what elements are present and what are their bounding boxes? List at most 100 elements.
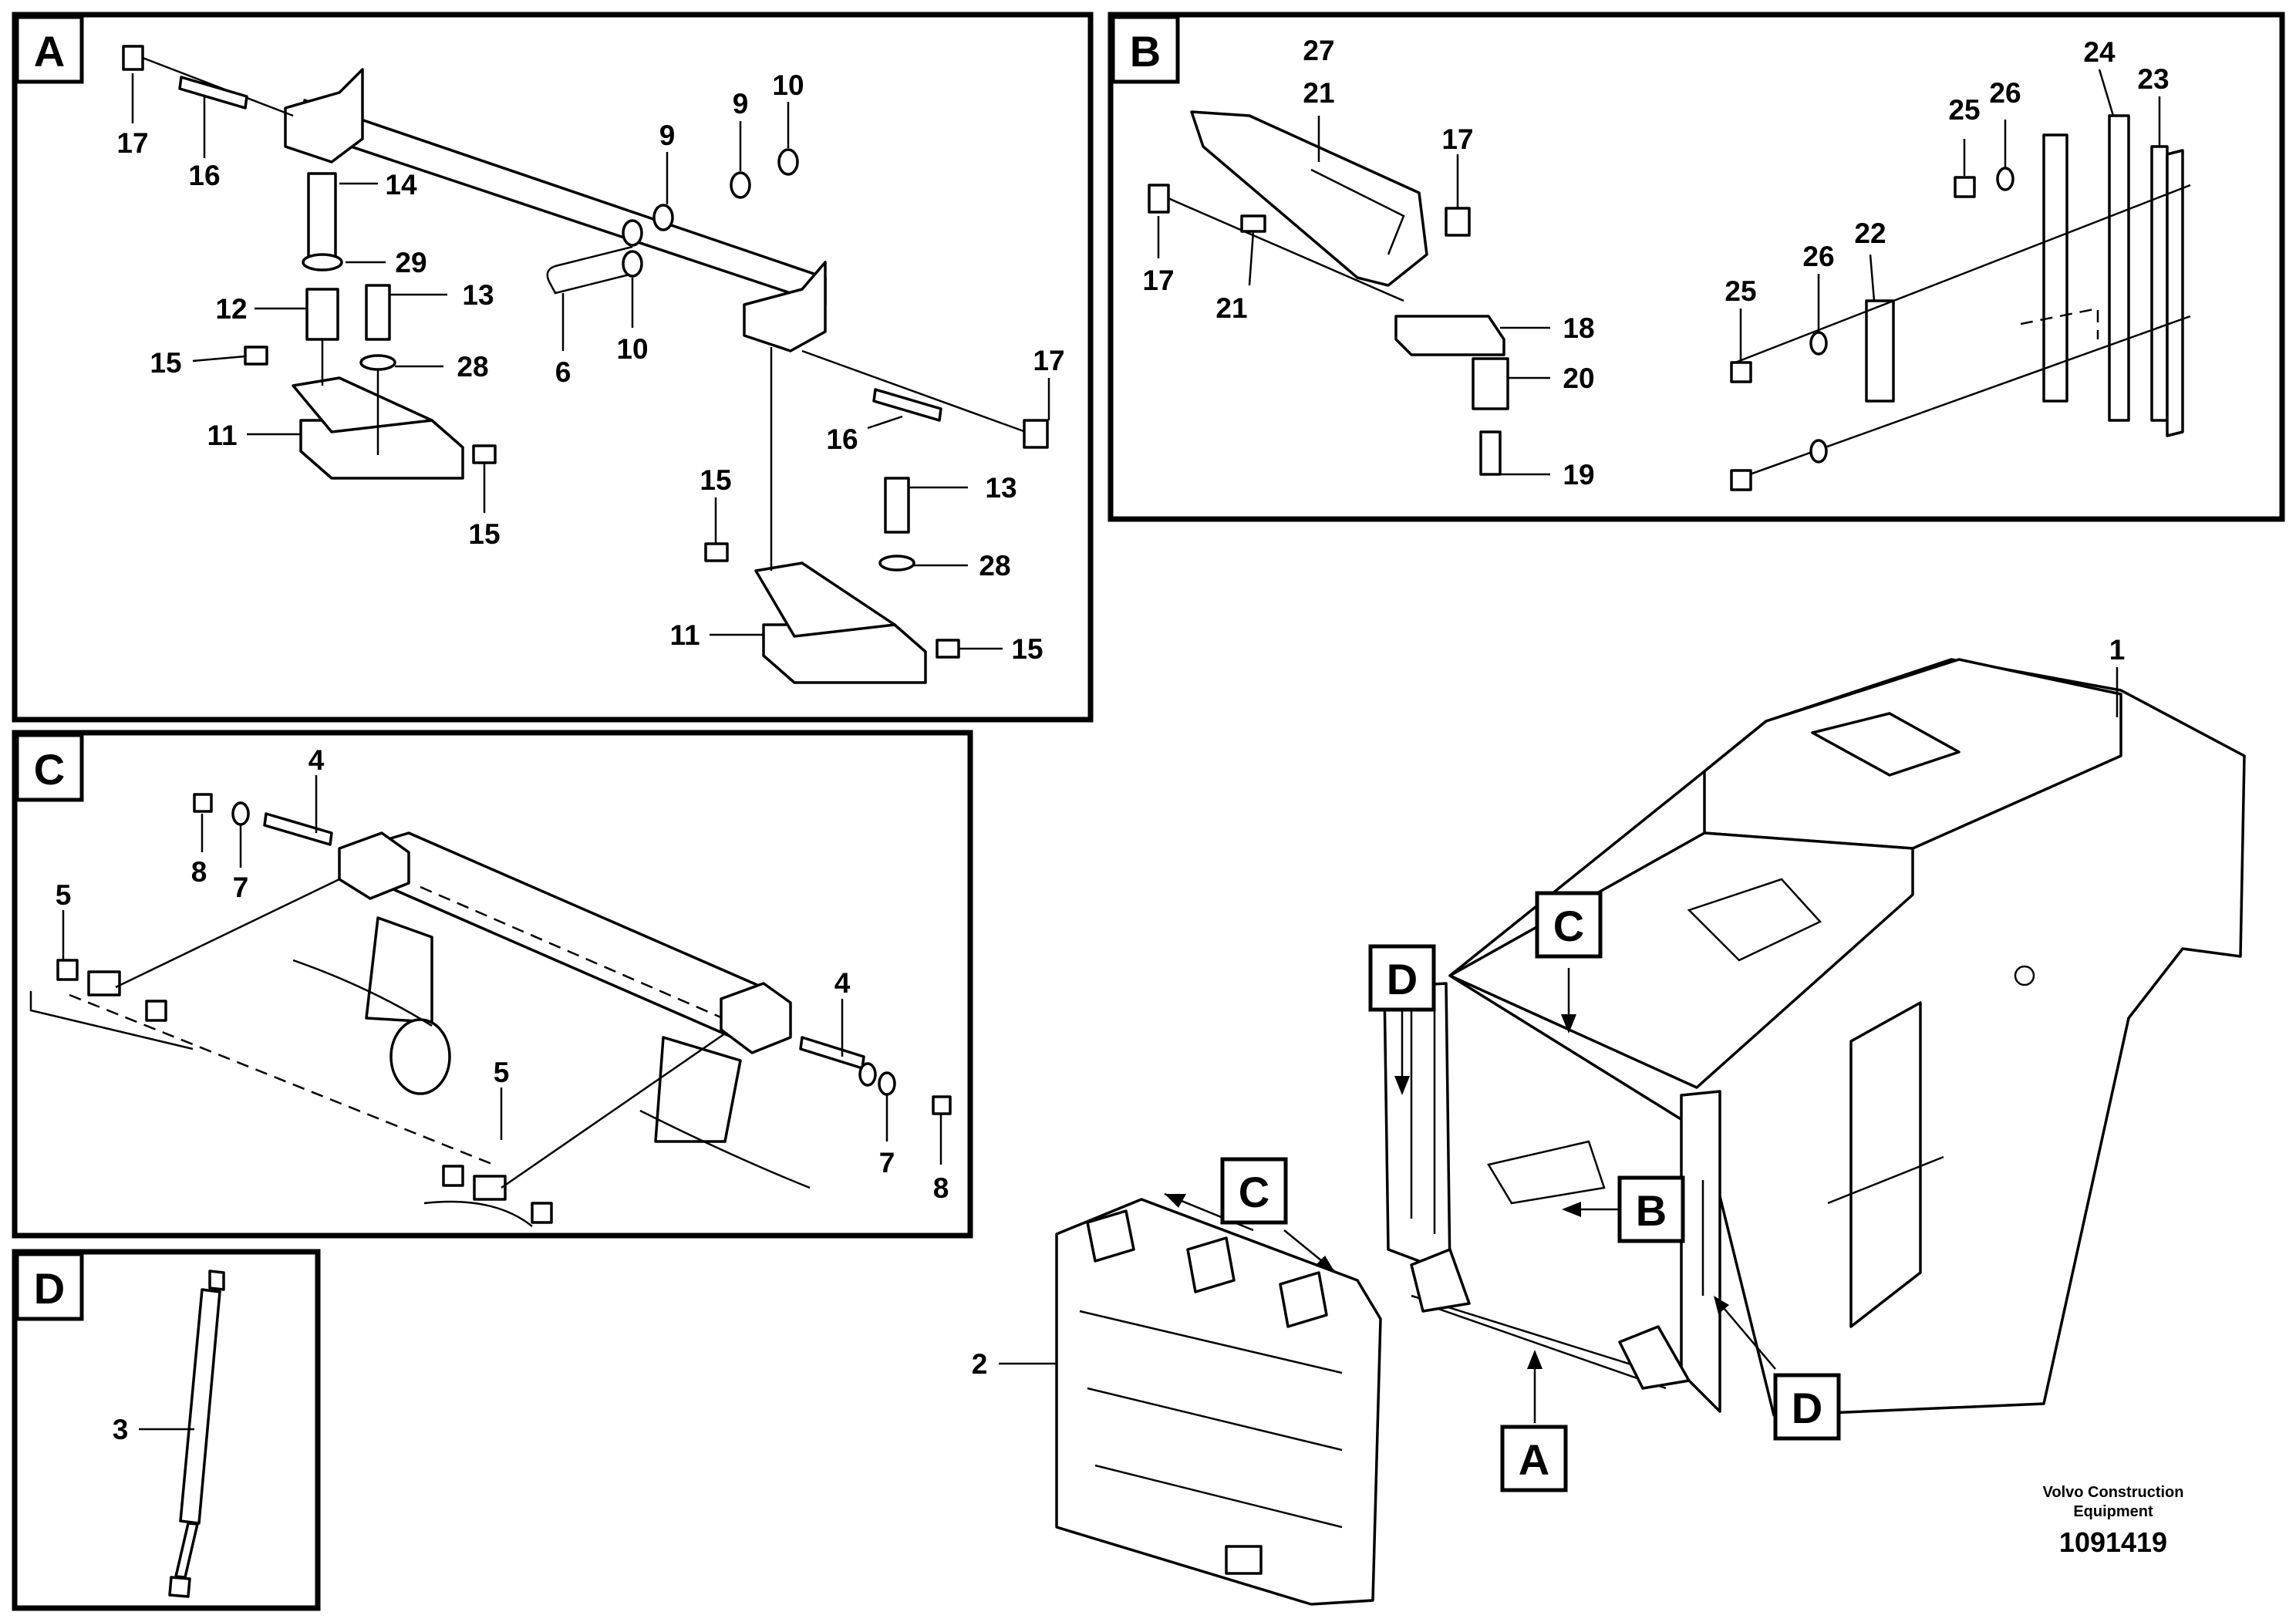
leader-overview-d2	[1719, 1303, 1776, 1370]
callout-b-19: 19	[1563, 459, 1594, 491]
panel-a-bolt-13-right	[884, 477, 910, 534]
callout-b-23: 23	[2137, 63, 2169, 95]
leader-b-21b	[1248, 231, 1255, 286]
panel-c-frame-left	[29, 991, 194, 1050]
callout-a-11a: 11	[207, 420, 237, 451]
panel-c-nut-b	[531, 1202, 553, 1224]
panel-b-line-top	[1735, 184, 2191, 364]
panel-b-pin-21	[1240, 214, 1266, 233]
panel-c-link-a	[115, 878, 340, 989]
arrow-overview-c1	[1561, 1014, 1576, 1034]
panel-d-tag: D	[34, 1264, 65, 1313]
callout-a-15a: 15	[150, 347, 181, 379]
panel-b-tag-box	[1111, 15, 1180, 84]
footer-drawing-number: 1091419	[2059, 1526, 2167, 1558]
panel-c-frame-bottom	[423, 1200, 533, 1227]
panel-a-right-hinge	[754, 561, 896, 638]
panel-b-plate-24b	[2150, 145, 2169, 422]
panel-a-left-bracket	[284, 68, 364, 164]
panel-b-bracket-18	[1394, 315, 1505, 356]
panel-a-bolt-17	[122, 45, 144, 71]
cab-hinge-left	[1410, 1248, 1471, 1313]
panel-a-pin-16	[178, 76, 248, 110]
panel-a-pin-16-right	[872, 388, 942, 422]
arrow-overview-c2b	[1316, 1256, 1334, 1271]
panel-a: A	[12, 12, 1094, 723]
panel-b-washer-26c	[1809, 439, 1828, 464]
callout-b-24: 24	[2083, 36, 2116, 68]
callout-b-25b: 25	[1725, 275, 1756, 307]
panel-d-tag-box	[15, 1252, 84, 1321]
panel-c-frame-curve-b	[639, 1109, 811, 1189]
panel-c-crossbar-hidden	[420, 885, 741, 1027]
panel-a-tag-box	[15, 15, 84, 84]
callout-a-16b: 16	[826, 423, 858, 455]
front-hood-ribs	[1079, 1310, 1343, 1529]
arrow-overview-b	[1562, 1202, 1581, 1217]
panel-b-bolt-25b	[1730, 361, 1752, 383]
callout-c-8a: 8	[191, 856, 207, 888]
panel-d: D 3	[12, 1249, 321, 1611]
panel-b-washer-26a	[1996, 167, 2014, 191]
panel-c-tag-box	[15, 733, 84, 802]
panel-a-washer-29	[302, 253, 343, 271]
panel-c-link-b	[501, 1032, 726, 1189]
callout-a-10b: 10	[616, 333, 648, 365]
callout-a-17b: 17	[1033, 345, 1064, 376]
footer-company-line2: Equipment	[2073, 1503, 2153, 1520]
callout-a-14: 14	[385, 169, 417, 201]
panel-a-right-hinge-base	[762, 623, 927, 684]
panel-a-left-hinge	[292, 376, 433, 433]
cab-side-window	[1849, 1001, 1922, 1328]
panel-a-nut-15-a	[244, 346, 268, 366]
panel-c-bushing-b	[473, 1175, 507, 1201]
ref-box-d1	[1368, 944, 1436, 1012]
callout-a-12: 12	[215, 293, 247, 325]
callout-a-15c: 15	[700, 464, 731, 496]
panel-b-latch-detail	[1310, 168, 1405, 255]
arrow-overview-d2	[1714, 1296, 1729, 1314]
panel-b-pin-line	[1164, 195, 1404, 302]
cab-left-pillar	[1383, 982, 1451, 1274]
callout-b-21b: 21	[1215, 292, 1247, 324]
panel-c-frame	[12, 730, 973, 1239]
panel-a-u-bolt	[546, 245, 633, 295]
panel-a-washer-10c	[622, 250, 643, 278]
callout-b-17a: 17	[1441, 123, 1473, 155]
panel-b-plate-24	[2108, 114, 2130, 422]
panel-b-bolt-19	[1479, 430, 1502, 476]
ref-tag-b: B	[1636, 1186, 1667, 1235]
callout-a-9b: 9	[733, 88, 749, 120]
panel-a-washer-9b	[652, 204, 674, 231]
ref-box-c2	[1220, 1157, 1288, 1225]
front-hood-vent-c	[1279, 1271, 1328, 1328]
panel-a-spacer-12	[305, 288, 339, 341]
callout-a-29: 29	[395, 247, 426, 278]
panel-d-rod	[174, 1522, 199, 1579]
panel-b-bolt-17b	[1445, 207, 1471, 237]
panel-b-washer-26b	[1809, 331, 1828, 356]
callout-b-21a: 21	[1303, 77, 1334, 109]
callout-b-27: 27	[1303, 35, 1334, 66]
panel-b-plate-22b	[1865, 299, 1895, 403]
callout-b-26a: 26	[1989, 77, 2021, 109]
leader-b-24	[2098, 69, 2115, 116]
panel-c-right-leg	[654, 1036, 742, 1143]
panel-c-pin-4a	[263, 812, 333, 846]
ref-box-a	[1500, 1425, 1568, 1492]
panel-a-washer-28-left	[359, 354, 396, 371]
panel-c-nut-8a	[193, 793, 213, 813]
panel-c-pin-4b	[799, 1036, 865, 1070]
panel-c-washer-7a	[231, 801, 250, 826]
panel-a-frame	[12, 12, 1094, 723]
callout-b-20: 20	[1563, 363, 1594, 394]
panel-c-bolt-5a	[56, 959, 79, 981]
ref-box-b	[1617, 1175, 1685, 1243]
panel-c-frame-curve-a	[292, 959, 433, 1027]
callout-a-9a: 9	[659, 120, 676, 151]
panel-b-bushing-20	[1472, 357, 1509, 410]
callout-a-13a: 13	[462, 279, 494, 311]
ref-box-d2	[1773, 1373, 1841, 1441]
panel-b-bolt-25c	[1730, 469, 1752, 491]
panel-a-nut-15-c	[704, 542, 729, 562]
